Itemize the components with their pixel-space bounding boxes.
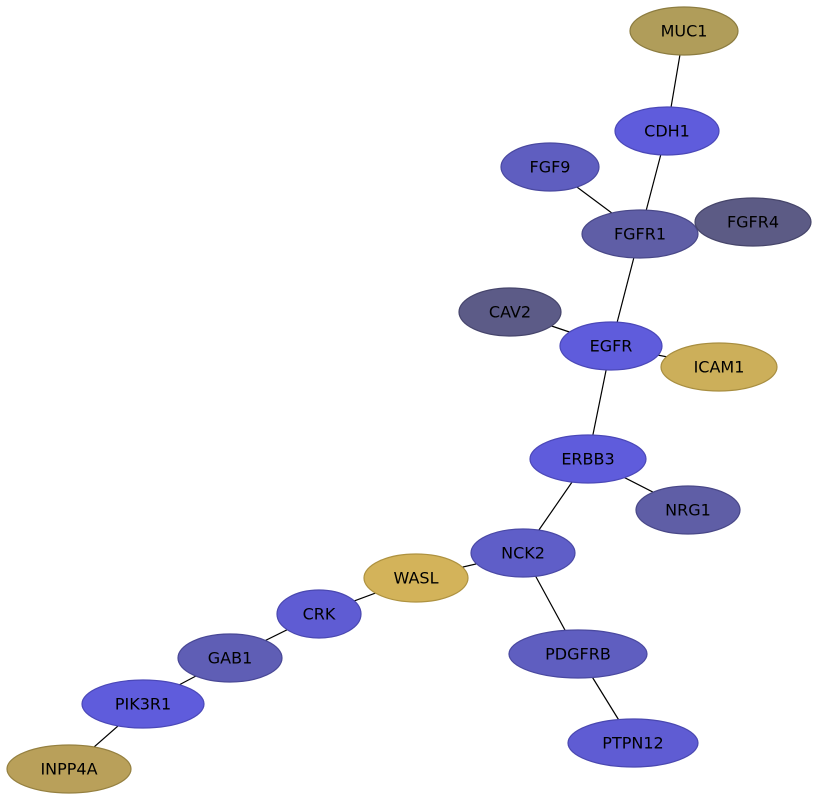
node-ellipse	[458, 287, 562, 337]
node-label: PTPN12	[602, 734, 663, 753]
node-ellipse	[508, 629, 648, 679]
node-ellipse	[567, 718, 699, 768]
node-label: WASL	[394, 569, 439, 588]
node-label: CDH1	[644, 122, 690, 141]
node-ellipse	[660, 342, 778, 392]
node-label: MUC1	[661, 22, 708, 41]
node-ellipse	[81, 679, 205, 729]
node-wasl[interactable]: WASL	[363, 553, 469, 603]
node-label: ERBB3	[561, 450, 614, 469]
node-ellipse	[629, 6, 739, 56]
node-label: CRK	[303, 605, 336, 624]
node-ellipse	[6, 744, 132, 794]
node-ellipse	[635, 485, 741, 535]
node-label: CAV2	[489, 303, 531, 322]
node-fgfr4[interactable]: FGFR4	[694, 197, 812, 247]
node-label: PIK3R1	[115, 695, 171, 714]
node-icam1[interactable]: ICAM1	[660, 342, 778, 392]
node-ellipse	[581, 209, 699, 259]
node-gab1[interactable]: GAB1	[177, 633, 283, 683]
node-pik3r1[interactable]: PIK3R1	[81, 679, 205, 729]
node-ellipse	[500, 142, 600, 192]
node-label: NRG1	[665, 501, 711, 520]
node-ellipse	[276, 589, 362, 639]
node-cdh1[interactable]: CDH1	[614, 106, 720, 156]
node-label: FGF9	[530, 158, 571, 177]
node-label: ICAM1	[694, 358, 745, 377]
node-pdgfrb[interactable]: PDGFRB	[508, 629, 648, 679]
node-label: FGFR4	[727, 213, 779, 232]
node-label: FGFR1	[614, 225, 666, 244]
node-erbb3[interactable]: ERBB3	[529, 434, 647, 484]
node-label: GAB1	[208, 649, 253, 668]
node-nrg1[interactable]: NRG1	[635, 485, 741, 535]
node-nck2[interactable]: NCK2	[470, 528, 576, 578]
node-ptpn12[interactable]: PTPN12	[567, 718, 699, 768]
node-crk[interactable]: CRK	[276, 589, 362, 639]
node-ellipse	[529, 434, 647, 484]
node-ellipse	[470, 528, 576, 578]
node-label: PDGFRB	[545, 645, 611, 664]
node-inpp4a[interactable]: INPP4A	[6, 744, 132, 794]
node-label: EGFR	[590, 337, 633, 356]
node-label: INPP4A	[40, 760, 97, 779]
node-fgfr1[interactable]: FGFR1	[581, 209, 699, 259]
node-egfr[interactable]: EGFR	[559, 321, 663, 371]
node-ellipse	[177, 633, 283, 683]
node-label: NCK2	[501, 544, 545, 563]
node-ellipse	[694, 197, 812, 247]
node-muc1[interactable]: MUC1	[629, 6, 739, 56]
node-ellipse	[559, 321, 663, 371]
node-ellipse	[614, 106, 720, 156]
node-ellipse	[363, 553, 469, 603]
node-cav2[interactable]: CAV2	[458, 287, 562, 337]
node-fgf9[interactable]: FGF9	[500, 142, 600, 192]
